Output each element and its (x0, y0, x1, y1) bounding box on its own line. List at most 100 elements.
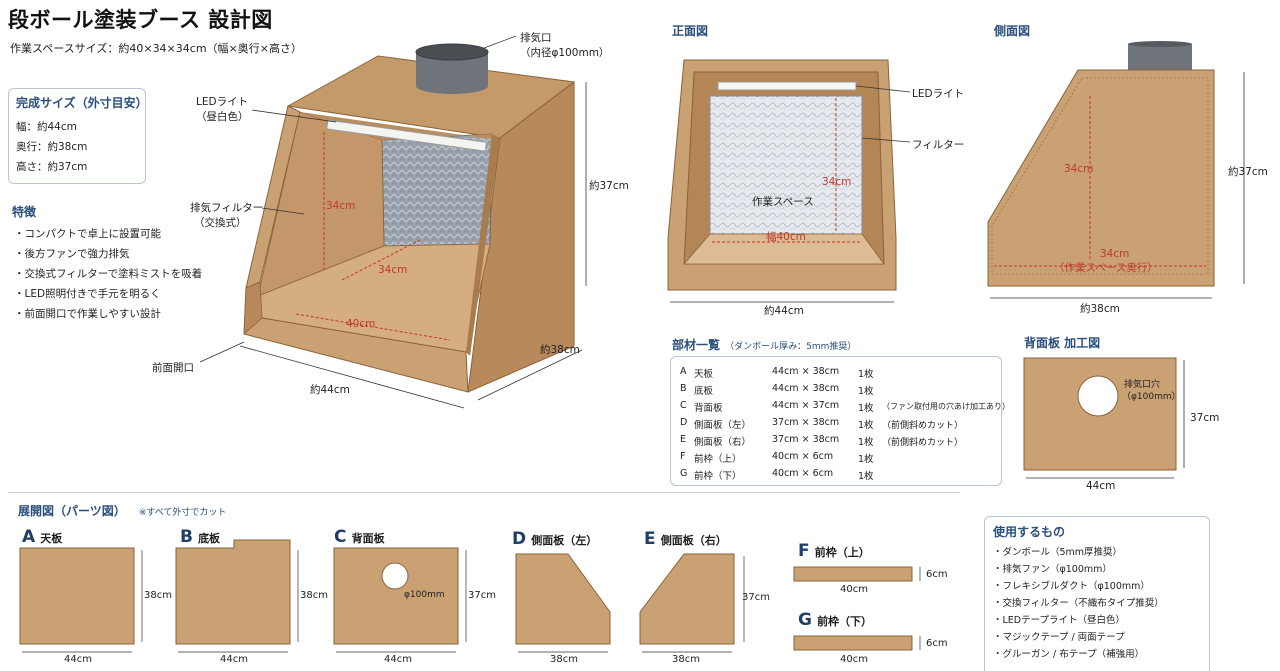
finished-depth: 奥行：約38cm (16, 141, 88, 153)
part-g-w: 40cm (840, 654, 868, 665)
part-b-h: 38cm (300, 590, 328, 601)
side-panel-dashed (991, 77, 1209, 275)
parts-list-heading-sub: （ダンボール厚み：5mm推奨） (725, 342, 857, 352)
part-f-shape (793, 566, 913, 582)
part-e-h: 37cm (742, 592, 770, 603)
leader-exhaust (483, 35, 517, 49)
iso-dim-height: 約37cm (589, 180, 629, 192)
part-title: 側面板（左） (531, 534, 598, 547)
part-qty: 1枚 (858, 437, 874, 448)
part-a-w: 44cm (64, 654, 92, 665)
list-item: ・フレキシブルダクト（φ100mm） (993, 581, 1150, 592)
tools-list: ・ダンボール（5mm厚推奨） ・排気ファン（φ100mm） ・フレキシブルダクト… (993, 544, 1164, 663)
part-id: F (680, 451, 686, 462)
part-letter: B (180, 527, 193, 547)
front-led-label: LEDライト (912, 88, 965, 100)
part-f-w: 40cm (840, 584, 868, 595)
part-letter: G (798, 610, 812, 630)
part-id: B (680, 383, 687, 394)
part-note: （前側斜めカット） (882, 438, 964, 448)
side-duct-top (1128, 41, 1192, 47)
tools-box: 使用するもの ・ダンボール（5mm厚推奨） ・排気ファン（φ100mm） ・フレ… (984, 516, 1210, 671)
leader-led (251, 109, 337, 123)
front-filter-label: フィルター (912, 139, 965, 151)
part-f-h: 6cm (926, 569, 948, 580)
part-name: 底板 (694, 386, 714, 397)
front-leader-filter (861, 137, 911, 143)
part-c-w: 44cm (384, 654, 412, 665)
part-e-w: 38cm (672, 654, 700, 665)
iso-dim-width: 約44cm (310, 384, 350, 396)
front-inner-h: 34cm (822, 176, 852, 188)
part-size: 37cm × 38cm (772, 434, 840, 445)
part-qty: 1枚 (858, 471, 874, 482)
iso-dim-width-line (239, 345, 465, 409)
part-qty: 1枚 (858, 386, 874, 397)
part-id: A (680, 366, 687, 377)
part-name: 側面板（右） (694, 437, 752, 448)
finished-width: 幅：約44cm (16, 121, 77, 133)
list-item: ・グルーガン / 布テープ（補強用） (993, 649, 1145, 660)
part-e-shape (639, 553, 735, 645)
iso-front-opening-label: 前面開口 (152, 362, 194, 374)
part-size: 40cm × 6cm (772, 468, 834, 479)
back-panel-heading: 背面板 加工図 (1024, 336, 1101, 350)
side-inner-h: 34cm (1064, 163, 1094, 175)
front-leader-led (855, 85, 911, 93)
part-id: C (680, 400, 687, 411)
part-letter: F (798, 541, 810, 561)
part-d-shape (515, 553, 611, 645)
back-panel-h: 37cm (1190, 412, 1220, 424)
iso-led-label: LEDライト (196, 96, 249, 108)
part-qty: 1枚 (858, 454, 874, 465)
list-item: ・交換フィルター（不織布タイプ推奨） (993, 598, 1164, 609)
parts-list-box (670, 356, 1002, 486)
part-title: 背面板 (351, 532, 385, 545)
iso-led-sub: （昼白色） (196, 111, 249, 123)
tools-heading: 使用するもの (993, 525, 1066, 539)
part-id: D (680, 417, 688, 428)
part-a-h: 38cm (144, 590, 172, 601)
part-c-title: C 背面板 (334, 527, 385, 547)
iso-exhaust-sub: （内径φ100mm） (520, 47, 610, 59)
part-name: 天板 (694, 369, 714, 380)
part-a-shape (19, 547, 135, 645)
list-item: ・排気ファン（φ100mm） (993, 564, 1112, 575)
part-b-shape (175, 539, 291, 645)
front-filter (709, 95, 863, 235)
side-inner-d: 34cm (1100, 248, 1130, 260)
part-c-hole-label: φ100mm (404, 590, 445, 600)
front-inner-w: 幅40cm (766, 231, 806, 243)
iso-filter-label: 排気フィルター (190, 202, 264, 214)
iso-inner-right-frame (466, 134, 500, 356)
iso-dim-depth: 約38cm (540, 344, 580, 356)
part-title: 天板 (40, 532, 63, 545)
iso-left-edge (243, 281, 263, 335)
part-name: 側面板（左） (694, 420, 752, 431)
part-name: 背面板 (694, 403, 723, 414)
feature-item: ・コンパクトで卓上に設置可能 (14, 228, 161, 240)
iso-inner-ceiling (300, 112, 498, 140)
finished-height: 高さ：約37cm (16, 161, 88, 173)
feature-item: ・前面開口で作業しやすい設計 (14, 308, 161, 320)
iso-filter-sub: （交換式） (194, 217, 247, 229)
part-size: 44cm × 38cm (772, 383, 840, 394)
iso-inner-d: 34cm (378, 264, 408, 276)
front-work-label: 作業スペース (752, 196, 814, 208)
iso-exhaust-label: 排気口 (520, 32, 552, 44)
side-view-heading: 側面図 (994, 24, 1031, 38)
part-size: 37cm × 38cm (772, 417, 840, 428)
front-view-heading: 正面図 (672, 24, 709, 38)
page-title: 段ボール塗装ブース 設計図 (8, 8, 273, 32)
back-panel-w: 44cm (1086, 480, 1116, 492)
back-panel-hole-sub: （φ100mm） (1122, 392, 1181, 402)
part-g-title: G 前枠（下） (798, 610, 872, 630)
iso-inner-h: 34cm (326, 200, 356, 212)
unfolded-divider (8, 492, 960, 493)
part-letter: C (334, 527, 347, 547)
part-g-shape (793, 635, 913, 651)
list-item: ・LEDテープライト（昼白色） (993, 615, 1126, 626)
part-c-hole (381, 562, 409, 590)
